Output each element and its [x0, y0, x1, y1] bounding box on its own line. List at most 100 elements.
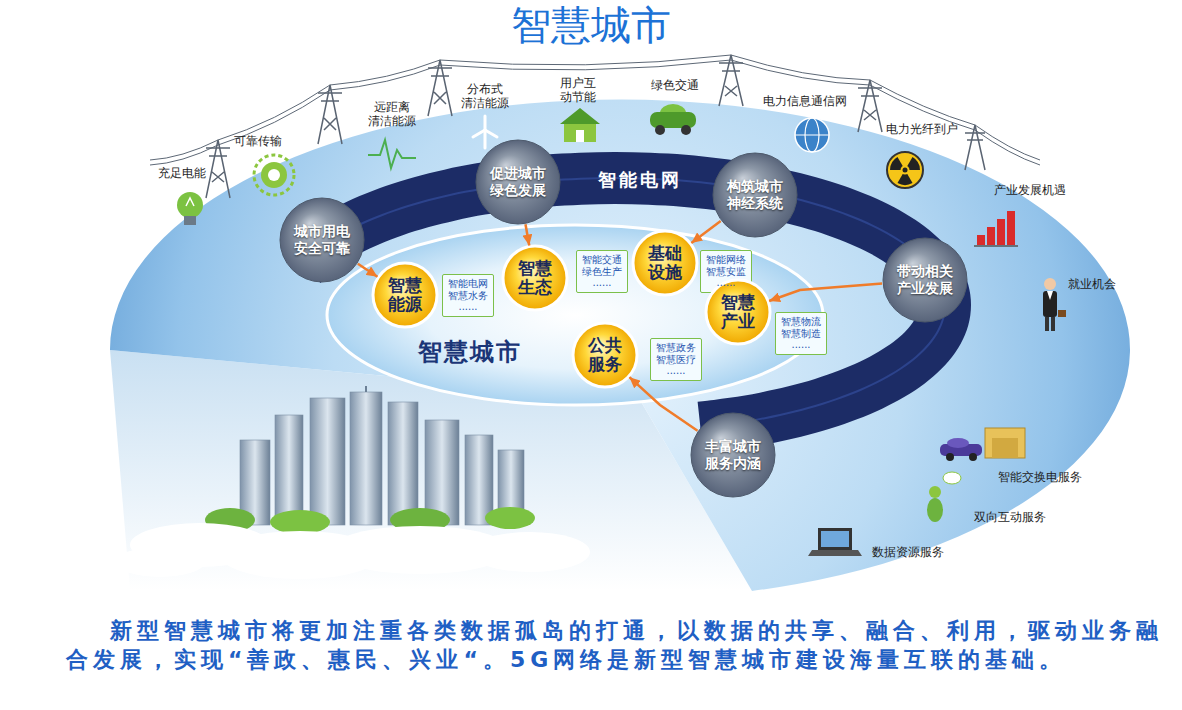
benefit-sphere: 构筑城市 神经系统 [711, 151, 799, 239]
businessman-icon [1045, 317, 1049, 331]
growth-chart-icon [987, 227, 995, 245]
domain-disc: 智慧 产业 [704, 278, 772, 346]
power-pylon [428, 60, 452, 116]
city-ellipse-outline [327, 225, 823, 405]
businessman-icon [1058, 310, 1066, 317]
domain-disc: 智慧 生态 [501, 244, 569, 312]
icon-label: 充足电能 [158, 166, 206, 180]
city-buildings [365, 386, 367, 392]
icon-label: 就业机会 [1068, 277, 1116, 291]
city-buildings [240, 386, 524, 525]
benefit-sphere-outline [476, 140, 560, 224]
benefit-sphere: 促进城市 绿色发展 [474, 138, 562, 226]
caption-text: 新型智慧城市将更加注重各类数据孤岛的打通，以数据的共享、融合、利用，驱动业务融合… [66, 616, 1166, 674]
benefit-sphere-text: 丰富城市 服务内涵 [703, 438, 763, 472]
domain-disc-text: 智慧 产业 [719, 293, 757, 330]
power-pylon [965, 125, 985, 170]
light-fan [110, 100, 1130, 591]
domain-disc-outline [633, 231, 697, 295]
wind-turbine-icon [484, 130, 487, 148]
nuclear-icon [903, 168, 908, 173]
icon-label: 远距离 清洁能源 [367, 100, 417, 129]
service-box-text: 智能电网 智慧水务 ...... [447, 278, 489, 313]
sun-icon [261, 162, 287, 188]
orange-arrow [629, 377, 697, 431]
orange-arrow [769, 283, 882, 301]
smart-city-ellipse-text: 智慧城市 [418, 338, 522, 367]
service-box-text: 智能网络 智慧安监 ...... [705, 254, 747, 289]
domain-disc-text: 智慧 生态 [516, 259, 554, 296]
ring-band-outline [301, 178, 945, 428]
icon-label: 数据资源服务 [872, 545, 944, 559]
wave-icon [368, 140, 416, 168]
service-box-text: 智慧物流 智慧制造 ...... [780, 316, 822, 351]
icon-label: 电力信息通信网 [763, 94, 847, 108]
label-anchor: 智能交换电服务 [998, 470, 1082, 484]
power-pylon [206, 140, 230, 198]
businessman-icon [1047, 291, 1053, 300]
growth-chart-icon [974, 211, 1018, 246]
globe-icon [795, 134, 829, 135]
businessman-icon [1044, 278, 1056, 290]
city-trees [205, 507, 535, 534]
icon-label: 分布式 清洁能源 [460, 82, 510, 111]
benefit-sphere-outline [883, 238, 967, 322]
businessman-icon [1043, 291, 1057, 317]
light-fan [110, 100, 1130, 591]
growth-chart-icon [1007, 211, 1015, 245]
domain-disc: 公共 服务 [571, 321, 639, 389]
service-box-text: 智慧政务 智慧医疗 ...... [655, 342, 697, 377]
label-anchor: 可靠传输 [234, 134, 282, 148]
car-garage-icon [947, 438, 969, 448]
city-buildings [310, 398, 345, 525]
green-car-icon [681, 125, 691, 135]
bulb-icon [177, 192, 203, 225]
service-box-text: 智能交通 绿色生产 ...... [581, 254, 623, 289]
power-wire [150, 55, 1040, 160]
power-pylon [318, 85, 342, 144]
car-garage-icon [992, 438, 1018, 458]
service-box: 智慧政务 智慧医疗 ...... [650, 338, 702, 381]
label-anchor: 就业机会 [1068, 277, 1116, 291]
domain-disc-outline [503, 246, 567, 310]
label-anchor: 双向互动服务 [974, 510, 1046, 524]
domain-disc-outline [573, 323, 637, 387]
benefit-sphere: 城市用电 安全可靠 [278, 196, 366, 284]
globe-icon [795, 118, 829, 152]
icon-label: 智能交换电服务 [998, 470, 1082, 484]
businessman-icon [1043, 278, 1066, 331]
city-trees [485, 507, 535, 529]
title-anchor: 智慧城市 [0, 2, 1182, 48]
car-garage-icon [940, 428, 1025, 461]
label-anchor: 远距离 清洁能源 [367, 100, 417, 129]
green-house-icon [560, 108, 600, 142]
city-clouds [470, 532, 590, 572]
businessman-icon [1051, 317, 1055, 331]
benefit-sphere-outline [280, 198, 364, 282]
city-buildings [465, 435, 493, 525]
growth-chart-icon [997, 219, 1005, 245]
benefit-sphere-text: 促进城市 绿色发展 [488, 165, 548, 199]
icon-label: 用户互 动节能 [558, 76, 598, 105]
icon-label: 双向互动服务 [974, 510, 1046, 524]
person-icon [927, 472, 961, 522]
green-house-icon [576, 130, 584, 142]
green-house-icon [560, 108, 600, 124]
person-icon [927, 498, 943, 522]
orange-arrow [358, 264, 378, 277]
label-anchor: 电力信息通信网 [763, 94, 847, 108]
power-wire [150, 60, 1040, 165]
domain-disc-outline [706, 280, 770, 344]
city-clouds [115, 523, 590, 579]
domain-disc-text: 智慧 能源 [386, 276, 424, 313]
city-clouds [115, 547, 205, 577]
label-anchor: 电力光纤到户 [886, 122, 958, 136]
laptop-icon [808, 550, 862, 556]
wind-turbine-icon [473, 116, 497, 148]
orange-arrow [525, 224, 529, 245]
service-box: 智能网络 智慧安监 ...... [700, 250, 752, 293]
person-icon [943, 472, 961, 484]
bulb-icon [186, 198, 194, 206]
domain-disc-text: 基础 设施 [646, 244, 684, 281]
